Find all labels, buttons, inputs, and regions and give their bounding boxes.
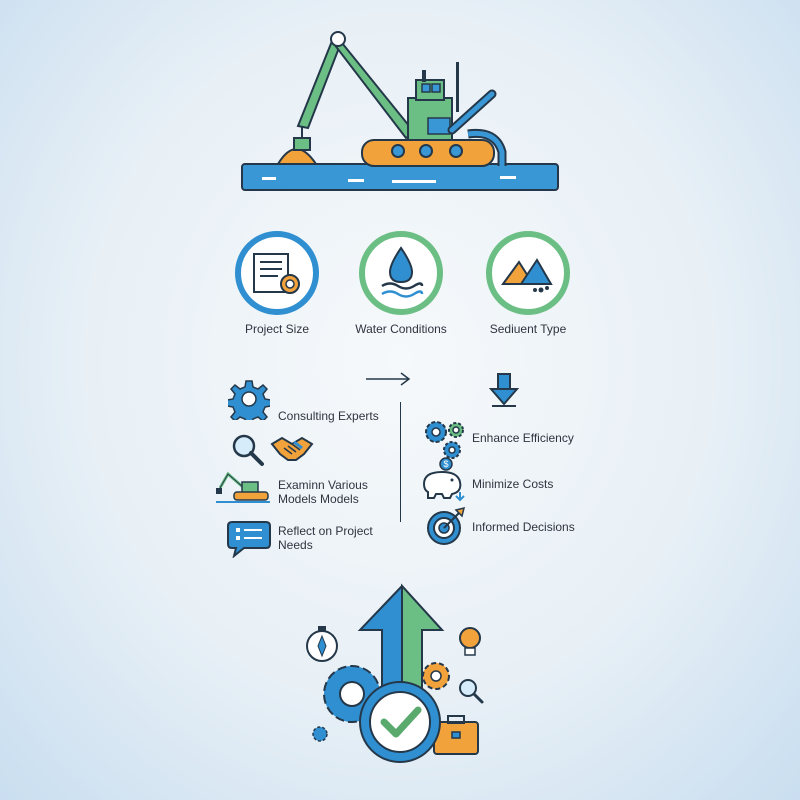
step-label-reflect-needs: Reflect on Project Needs (278, 524, 373, 552)
factor-label-water-conditions: Water Conditions (355, 322, 447, 336)
svg-text:$: $ (443, 459, 448, 469)
target-icon (427, 506, 466, 545)
factor-label-project-size: Project Size (244, 322, 310, 336)
column-divider (400, 402, 401, 522)
water-drop-icon (359, 231, 443, 315)
gear-icon (228, 380, 270, 420)
success-illustration (306, 583, 484, 763)
dredger-icon (216, 471, 270, 503)
magnifier-icon (232, 434, 264, 466)
step-label-consulting-experts: Consulting Experts (278, 409, 379, 423)
benefit-label-costs: Minimize Costs (472, 477, 554, 491)
benefit-label-decisions: Informed Decisions (472, 520, 575, 534)
speech-bubble-checklist-icon (227, 521, 271, 558)
dredger-illustration (241, 31, 559, 191)
factor-sediment-type (483, 228, 573, 318)
benefit-label-efficiency: Enhance Efficiency (472, 431, 574, 445)
factor-label-sediment-type: Sediuent Type (489, 322, 567, 336)
handshake-icon (270, 436, 314, 461)
factor-project-size (232, 228, 322, 318)
sediment-pile-icon (486, 231, 570, 315)
factor-water-conditions (356, 228, 446, 318)
piggy-bank-icon: $ (422, 457, 465, 502)
document-roll-icon (235, 231, 319, 315)
down-arrow-icon (488, 373, 520, 407)
step-label-examine-models: Examinn Various Models Models (278, 478, 368, 506)
right-arrow-icon (366, 372, 411, 386)
gears-icon (425, 421, 464, 459)
